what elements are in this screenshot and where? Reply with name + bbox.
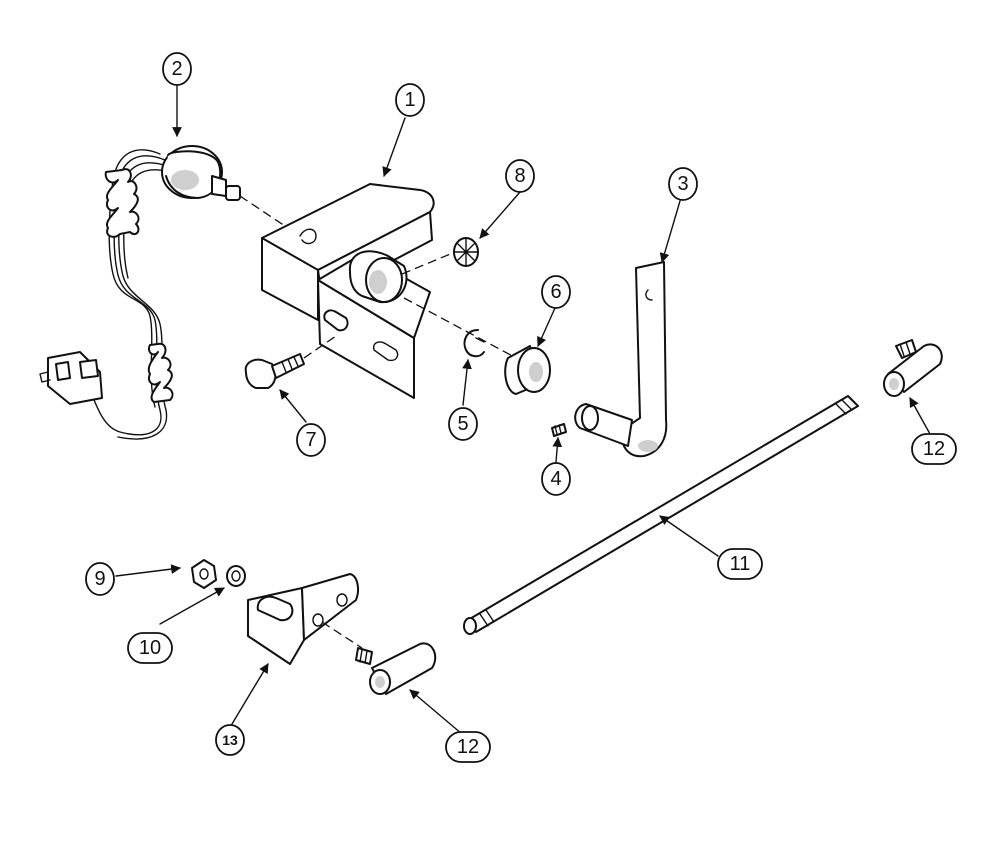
svg-text:4: 4 <box>550 468 561 490</box>
callout-10: 10 <box>127 632 173 664</box>
svg-text:12: 12 <box>457 736 479 758</box>
callout-6: 6 <box>541 275 571 309</box>
callout-12-lower: 12 <box>445 731 491 763</box>
part-ball-joint-lower <box>355 642 437 695</box>
part-ball-joint-upper <box>883 339 943 397</box>
svg-text:1: 1 <box>404 89 415 111</box>
part-mounting-bracket <box>261 183 435 399</box>
callout-12-upper: 12 <box>911 433 957 465</box>
leader-lines <box>115 84 931 735</box>
part-small-bracket <box>247 573 359 665</box>
svg-text:7: 7 <box>305 429 316 451</box>
callout-9: 9 <box>85 562 115 596</box>
part-lock-washer <box>226 565 246 587</box>
part-star-washer <box>453 237 479 267</box>
callout-1: 1 <box>395 83 425 117</box>
svg-text:12: 12 <box>923 438 945 460</box>
callout-7: 7 <box>296 423 326 457</box>
callout-2: 2 <box>162 52 192 86</box>
assembly-line <box>401 249 461 275</box>
svg-text:8: 8 <box>514 165 525 187</box>
callout-3: 3 <box>668 167 698 201</box>
part-set-screw <box>551 423 567 437</box>
callout-13: 13 <box>215 724 245 756</box>
assembly-line <box>321 621 363 649</box>
callout-11: 11 <box>717 548 763 580</box>
svg-text:9: 9 <box>94 568 105 590</box>
assembly-line <box>303 335 337 359</box>
svg-text:11: 11 <box>730 553 751 575</box>
part-nut <box>191 559 217 589</box>
svg-text:5: 5 <box>457 413 468 435</box>
svg-text:13: 13 <box>222 732 238 748</box>
part-sensor-harness <box>39 145 241 440</box>
callout-5: 5 <box>448 407 478 441</box>
part-e-clip <box>463 329 485 358</box>
svg-text:10: 10 <box>139 637 161 659</box>
part-lever-arm <box>574 261 668 458</box>
part-bolt <box>244 353 305 389</box>
svg-text:6: 6 <box>550 281 561 303</box>
svg-text:2: 2 <box>171 58 182 80</box>
callout-4: 4 <box>541 462 571 496</box>
part-rod <box>463 395 859 635</box>
part-bushing <box>504 345 551 395</box>
assembly-line <box>403 297 521 361</box>
callout-8: 8 <box>505 159 535 193</box>
svg-text:3: 3 <box>677 173 688 195</box>
